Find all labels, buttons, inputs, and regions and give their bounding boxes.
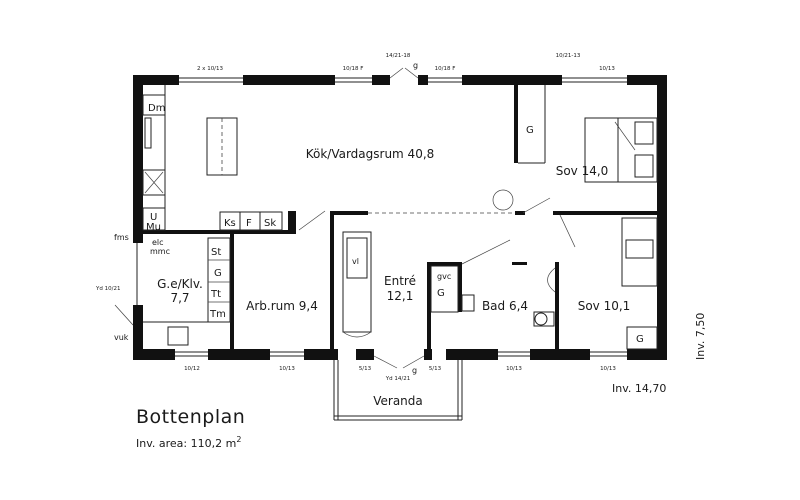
plan-area: Inv. area: 110,2 m2 bbox=[136, 435, 241, 450]
fixture-dm: Dm bbox=[148, 103, 165, 114]
fixture-g-sov1: G bbox=[526, 125, 534, 136]
window-bot4: 5/13 bbox=[429, 366, 442, 372]
fixture-st: St bbox=[211, 247, 221, 258]
doors bbox=[114, 67, 576, 369]
room-ge-area: 7,7 bbox=[170, 291, 189, 305]
label-g-bottom: g bbox=[412, 366, 417, 375]
window-top4: 10/18 F bbox=[435, 66, 456, 72]
dim-width: Inv. 14,70 bbox=[612, 382, 666, 395]
label-yd-bottom: Yd 14/21 bbox=[385, 376, 410, 382]
fixture-u: U bbox=[150, 212, 157, 223]
fixture-elc: elc bbox=[152, 238, 164, 247]
outer-walls bbox=[133, 75, 667, 360]
fixture-gvc: gvc bbox=[437, 272, 451, 281]
fixture-f: F bbox=[246, 218, 252, 229]
room-entre-area: 12,1 bbox=[387, 289, 414, 303]
window-top3: 14/21-18 bbox=[386, 53, 411, 59]
fixture-g-sov2: G bbox=[636, 334, 644, 345]
room-veranda: Veranda bbox=[373, 394, 423, 408]
fixture-mu: Mu bbox=[146, 222, 161, 233]
fixture-ks: Ks bbox=[224, 218, 236, 229]
window-bot3: 5/13 bbox=[359, 366, 372, 372]
room-arb: Arb.rum 9,4 bbox=[246, 299, 318, 313]
fixture-mmc: mmc bbox=[150, 247, 170, 256]
window-bot5: 10/13 bbox=[506, 366, 522, 372]
interior-walls bbox=[143, 85, 657, 349]
room-sov1: Sov 14,0 bbox=[556, 164, 609, 178]
window-bot6: 10/13 bbox=[600, 366, 616, 372]
window-top5: 10/21-13 bbox=[556, 53, 581, 59]
room-bad: Bad 6,4 bbox=[482, 299, 528, 313]
window-top1: 2 x 10/13 bbox=[197, 66, 224, 72]
window-top2: 10/18 F bbox=[343, 66, 364, 72]
kitchen-fixtures bbox=[142, 85, 283, 231]
label-yd-left: Yd 10/21 bbox=[95, 286, 120, 292]
room-sov2: Sov 10,1 bbox=[578, 299, 631, 313]
fixture-vl: vl bbox=[352, 257, 359, 266]
fixture-tt: Tt bbox=[210, 289, 221, 300]
bath-fixtures bbox=[167, 231, 556, 346]
fixture-tm: Tm bbox=[209, 309, 226, 320]
fixture-g: G bbox=[214, 268, 222, 279]
fixture-sk: Sk bbox=[264, 218, 276, 229]
window-bot1: 10/12 bbox=[184, 366, 200, 372]
room-ge: G.e/Klv. bbox=[157, 277, 203, 291]
veranda bbox=[333, 360, 463, 421]
fixture-g-entre: G bbox=[437, 288, 445, 299]
room-kok: Kök/Vardagsrum 40,8 bbox=[306, 147, 435, 161]
label-vuk: vuk bbox=[114, 333, 129, 342]
label-fms: fms bbox=[114, 233, 129, 242]
window-bot2: 10/13 bbox=[279, 366, 295, 372]
room-entre: Entré bbox=[384, 274, 416, 288]
plan-title: Bottenplan bbox=[136, 406, 245, 428]
label-g-top: g bbox=[413, 61, 418, 70]
dim-depth: Inv. 7,50 bbox=[694, 313, 707, 360]
bed-sov1 bbox=[584, 117, 658, 183]
bed-sov2 bbox=[621, 217, 658, 350]
window-top6: 10/13 bbox=[599, 66, 615, 72]
